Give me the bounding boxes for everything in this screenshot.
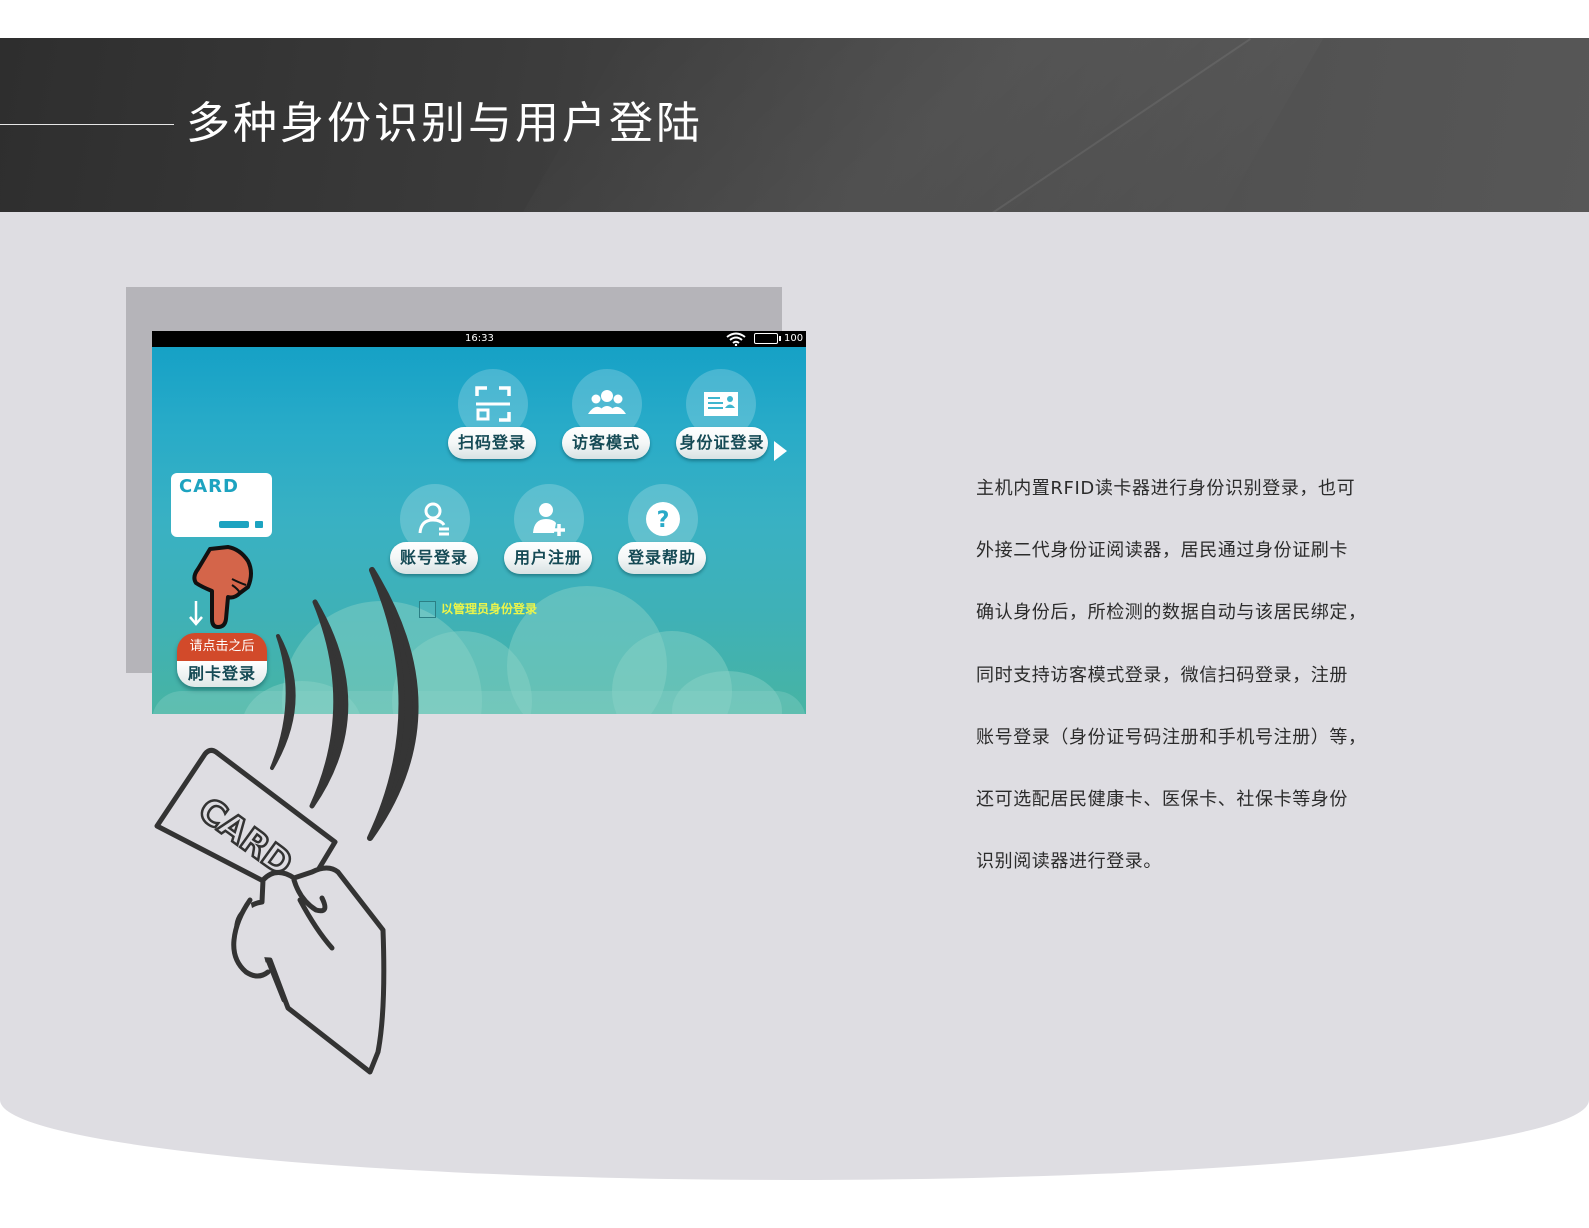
id-card-login-button[interactable]: 身份证登录 [676,427,768,459]
admin-login-label[interactable]: 以管理员身份登录 [441,602,538,616]
visitor-mode-button[interactable]: 访客模式 [562,427,650,459]
login-option-register[interactable]: 用户注册 [478,484,618,594]
description-line: 识别阅读器进行登录。 [976,851,1162,873]
card-graphic-text: CARD [179,476,239,497]
description-line: 外接二代身份证阅读器，居民通过身份证刷卡 [976,540,1348,562]
description-line: 确认身份后，所检测的数据自动与该居民绑定， [976,602,1367,624]
qr-scan-icon [475,386,511,422]
description-line: 还可选配居民健康卡、医保卡、社保卡等身份 [976,789,1348,811]
account-login-button[interactable]: 账号登录 [390,542,478,574]
banner-divider-line [0,124,174,125]
battery-level: 100 [784,333,804,344]
login-option-qr-scan[interactable]: 扫码登录 [422,369,562,479]
chevron-right-icon[interactable] [774,441,787,461]
id-card-icon [704,392,738,416]
description-line: 主机内置RFID读卡器进行身份识别登录，也可 [976,478,1356,499]
user-add-icon [533,503,565,536]
page-title: 多种身份识别与用户登陆 [186,98,703,149]
admin-login-checkbox[interactable] [419,601,436,618]
visitors-group-icon [588,390,626,414]
card-dot [255,521,263,528]
swipe-card-hint: 请点击之后 [177,633,267,661]
card-stripe [219,521,249,528]
section-banner: 多种身份识别与用户登陆 [0,38,1589,212]
swipe-card-label: 刷卡登录 [177,661,267,687]
help-question-icon: ? [646,502,680,536]
pointing-hand-icon [192,545,253,629]
tablet-login-screen: 16:33 100 扫码登录 [152,331,806,714]
svg-text:?: ? [657,508,670,533]
description-line: 同时支持访客模式登录，微信扫码登录，注册 [976,664,1348,686]
user-register-button[interactable]: 用户注册 [504,542,592,574]
login-option-id-card[interactable]: 身份证登录 [650,369,790,479]
user-account-icon [418,502,449,536]
login-option-help[interactable]: ? 登录帮助 [592,484,732,594]
battery-icon [754,333,781,344]
login-option-visitor[interactable]: 访客模式 [536,369,676,479]
cloud-shape [507,586,667,714]
login-help-button[interactable]: 登录帮助 [618,542,706,574]
qr-login-button[interactable]: 扫码登录 [448,427,536,459]
status-bar: 16:33 100 [152,331,806,347]
cloud-base [152,691,806,714]
feature-description: 主机内置RFID读卡器进行身份识别登录，也可 外接二代身份证阅读器，居民通过身份… [976,458,1416,893]
arrow-down-icon [189,601,203,626]
wifi-icon [726,332,746,346]
top-whitespace [0,0,1589,38]
status-time: 16:33 [465,333,494,344]
card-graphic: CARD [171,473,272,537]
swipe-card-login-button[interactable]: 请点击之后 刷卡登录 [177,633,267,687]
description-line: 账号登录（身份证号码注册和手机号注册）等， [976,726,1367,748]
